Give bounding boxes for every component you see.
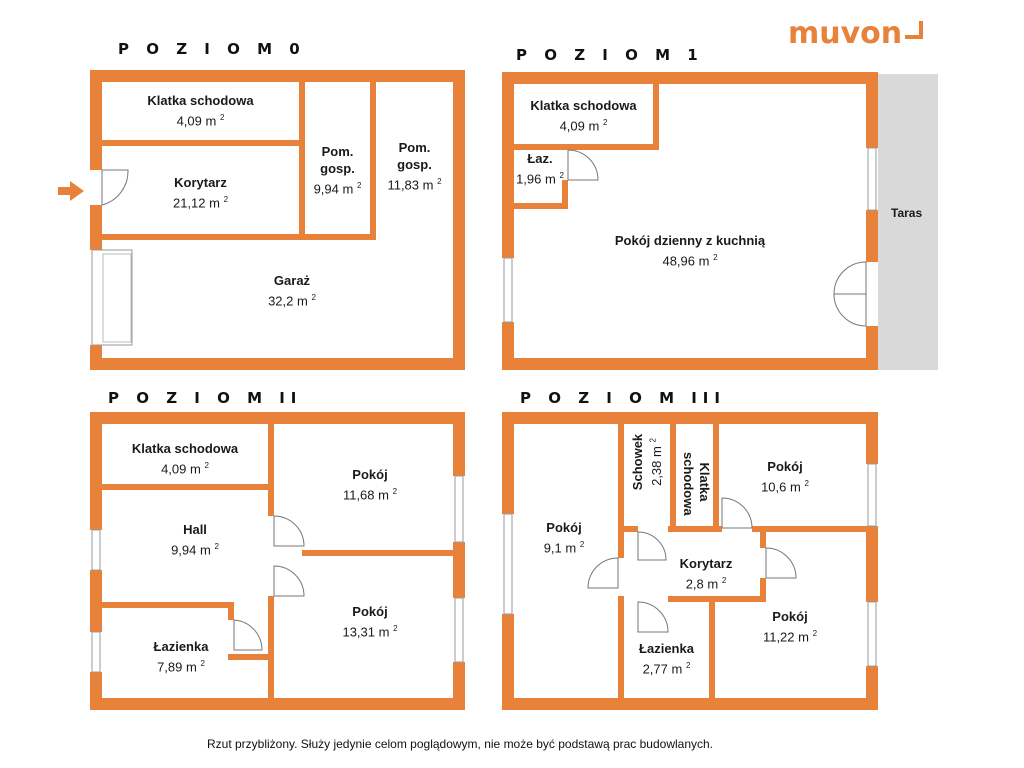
wall-l1-right-b bbox=[866, 210, 878, 262]
wall-l1-right-c bbox=[866, 326, 878, 370]
room-l3-room-bottom-right: Pokój 11,22 m 2 bbox=[762, 609, 818, 645]
wall-l1-stair-right bbox=[653, 84, 659, 150]
room-l0-garage: Garaż 32,2 m 2 bbox=[268, 273, 316, 309]
wall-l2-top bbox=[90, 412, 465, 424]
room-l3-room-top-right: Pokój 10,6 m 2 bbox=[761, 459, 809, 495]
wall-l3-right-a bbox=[866, 412, 878, 464]
window-l2-hall bbox=[91, 529, 101, 571]
wall-l1-stair-bottom bbox=[514, 144, 659, 150]
wall-l3-h1a bbox=[624, 526, 638, 532]
muvon-logo: muvon bbox=[788, 16, 924, 51]
wall-l2-left-b bbox=[90, 570, 102, 632]
window-l2-bath bbox=[91, 631, 101, 673]
room-l3-storage: Schowek 2,38 m 2 bbox=[630, 433, 665, 491]
room-l1-stairs: Klatka schodowa 4,09 m 2 bbox=[530, 98, 637, 134]
level-0-title: P O Z I O M 0 bbox=[118, 40, 306, 58]
room-l0-corridor: Korytarz 21,12 m 2 bbox=[172, 175, 229, 211]
wall-l1-bath-right bbox=[562, 180, 568, 209]
wall-l3-v1 bbox=[618, 424, 624, 558]
wall-l2-rooms-divider bbox=[302, 550, 453, 556]
level-3-title: P O Z I O M III bbox=[520, 389, 726, 407]
room-l2-room-a: Pokój 11,68 m 2 bbox=[342, 467, 398, 503]
room-l1-bath: Łaz. 1,96 m 2 bbox=[516, 151, 564, 187]
doors bbox=[101, 149, 867, 651]
room-l3-stairs: Klatka schodowa bbox=[681, 452, 712, 516]
room-l3-room-left: Pokój 9,1 m 2 bbox=[543, 520, 585, 556]
wall-l2-left-c bbox=[90, 672, 102, 710]
wall-l0-left-a bbox=[90, 70, 102, 170]
wall-l2-right-a bbox=[453, 412, 465, 476]
wall-l2-bottom bbox=[90, 698, 465, 710]
room-l0-utility-a: Pom. gosp. 9,94 m 2 bbox=[313, 144, 362, 197]
window-l3-right-b bbox=[867, 601, 877, 667]
room-l2-bath: Łazienka 7,89 m 2 bbox=[153, 639, 209, 675]
room-l0-stairs: Klatka schodowa 4,09 m 2 bbox=[147, 93, 254, 129]
room-l2-stairs: Klatka schodowa 4,09 m 2 bbox=[131, 441, 239, 477]
logo-mark-icon bbox=[905, 21, 924, 39]
room-l2-room-b: Pokój 13,31 m 2 bbox=[342, 604, 398, 640]
wall-l2-right-b bbox=[453, 542, 465, 598]
wall-l2-bath-right bbox=[228, 602, 234, 620]
room-l3-bath: Łazienka 2,77 m 2 bbox=[639, 641, 694, 677]
wall-l3-bottom bbox=[502, 698, 878, 710]
wall-l2-bath-top bbox=[102, 602, 234, 608]
wall-l3-h1c bbox=[752, 526, 866, 532]
wall-l1-bottom bbox=[502, 358, 878, 370]
window-l3-left bbox=[503, 513, 513, 615]
room-l2-hall: Hall 9,94 m 2 bbox=[171, 522, 219, 558]
wall-l3-right-b bbox=[866, 526, 878, 602]
wall-l3-v1b bbox=[618, 596, 624, 698]
wall-l0-a bbox=[299, 82, 305, 240]
wall-l3-v3 bbox=[713, 424, 719, 528]
terrace-label: Taras bbox=[891, 206, 923, 220]
wall-l3-h1b bbox=[668, 526, 722, 532]
wall-l3-left-b bbox=[502, 614, 514, 710]
wall-l1-bath-bottom bbox=[514, 203, 566, 209]
room-l0-utility-b: Pom. gosp. 11,83 m 2 bbox=[387, 140, 442, 193]
entrance-arrow-icon bbox=[58, 181, 84, 201]
wall-l3-right-c bbox=[866, 666, 878, 710]
wall-l3-h2 bbox=[668, 596, 766, 602]
window-l3-right-a bbox=[867, 463, 877, 527]
wall-l0-right bbox=[453, 70, 465, 370]
level-1-title: P O Z I O M 1 bbox=[516, 46, 704, 64]
wall-l3-v4b bbox=[760, 578, 766, 600]
wall-l3-left-a bbox=[502, 412, 514, 514]
window-garage bbox=[91, 249, 133, 346]
room-l3-corridor: Korytarz 2,8 m 2 bbox=[679, 556, 733, 592]
window-l1-right bbox=[867, 147, 877, 211]
wall-l0-bottom bbox=[90, 358, 465, 370]
level-2-title: P O Z I O M II bbox=[108, 389, 303, 407]
wall-l1-left-a bbox=[502, 72, 514, 258]
wall-l2-mid-b bbox=[268, 596, 274, 710]
logo-text: muvon bbox=[788, 16, 903, 51]
wall-l3-v2 bbox=[670, 424, 676, 528]
wall-l0-corridor-bottom bbox=[102, 234, 376, 240]
wall-l3-top bbox=[502, 412, 878, 424]
disclaimer-text: Rzut przybliżony. Służy jedynie celom po… bbox=[206, 737, 714, 751]
wall-l0-top bbox=[90, 70, 465, 82]
wall-l2-stair-bottom bbox=[102, 484, 274, 490]
wall-l2-right-c bbox=[453, 662, 465, 710]
walls bbox=[90, 70, 878, 710]
wall-l0-stair-bottom bbox=[102, 140, 302, 146]
wall-l2-bath-bottom bbox=[228, 654, 268, 660]
windows bbox=[91, 147, 877, 673]
wall-l2-mid-a bbox=[268, 424, 274, 516]
room-l1-living-kitchen: Pokój dzienny z kuchnią 48,96 m 2 bbox=[614, 233, 766, 269]
wall-l0-left-b bbox=[90, 205, 102, 250]
wall-l0-left-c bbox=[90, 345, 102, 370]
wall-l1-left-b bbox=[502, 322, 514, 370]
window-l2-room-b bbox=[454, 597, 464, 663]
window-l2-room-a bbox=[454, 475, 464, 543]
wall-l3-v5 bbox=[709, 596, 715, 698]
wall-l1-top bbox=[502, 72, 878, 84]
wall-l2-left-a bbox=[90, 412, 102, 530]
wall-l3-v4a bbox=[760, 532, 766, 548]
terrace bbox=[878, 74, 938, 370]
wall-l0-b bbox=[370, 82, 376, 240]
wall-l1-right-a bbox=[866, 72, 878, 148]
window-l1-left bbox=[503, 257, 513, 323]
